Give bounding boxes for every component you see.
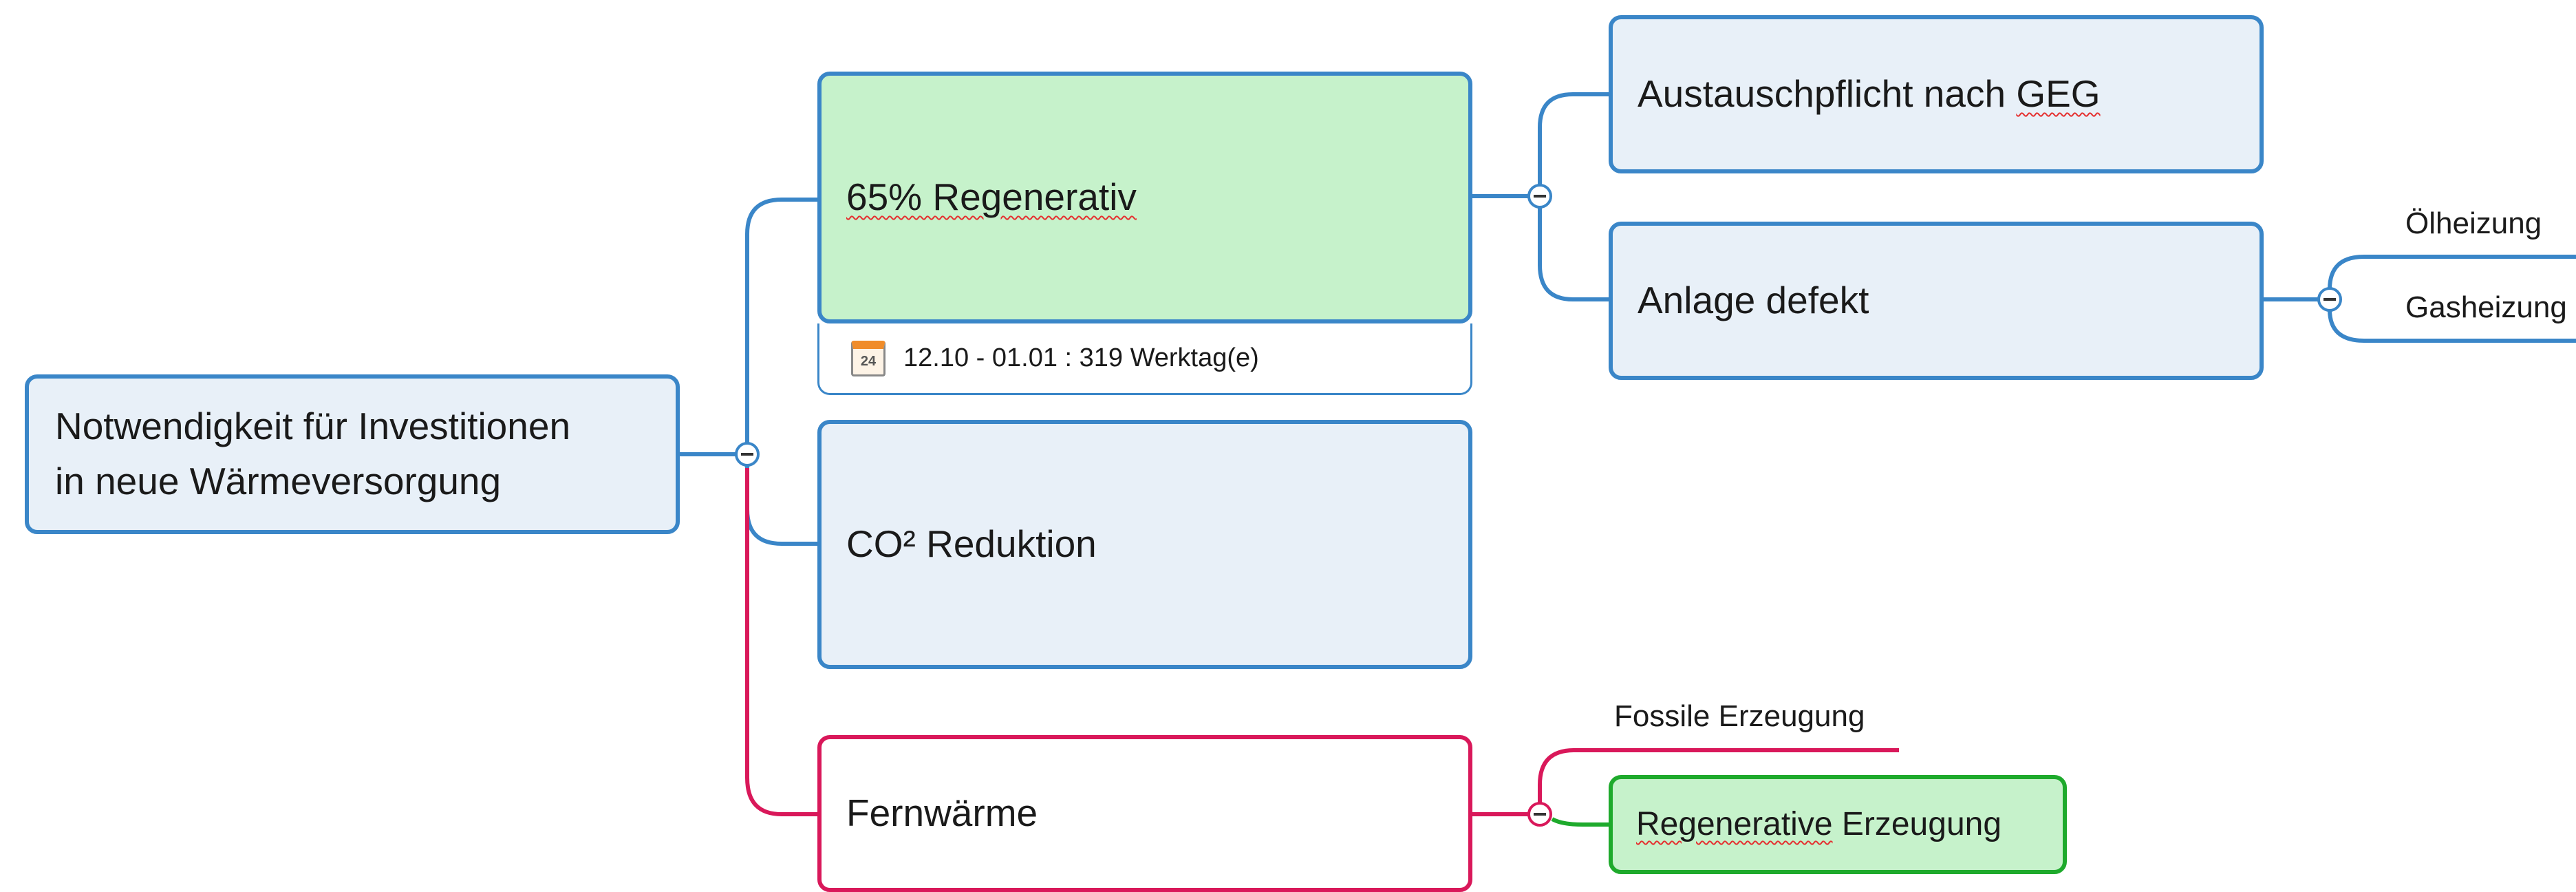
root-topic[interactable]: Notwendigkeit für Investitionen in neue … bbox=[25, 374, 680, 534]
task-date-range: 12.10 - 01.01 : 319 Werktag(e) bbox=[903, 343, 1259, 372]
subtopic-oelheizung[interactable]: Ölheizung bbox=[2405, 206, 2542, 240]
topic-co2-label: CO² Reduktion bbox=[846, 522, 1097, 566]
topic-co2-reduktion[interactable]: CO² Reduktion bbox=[817, 420, 1472, 669]
topic-austausch-geg: GEG bbox=[2016, 72, 2101, 116]
topic-defekt-label: Anlage defekt bbox=[1638, 279, 1869, 322]
calendar-day: 24 bbox=[860, 353, 877, 369]
collapse-regenerativ-icon[interactable] bbox=[1527, 184, 1552, 209]
collapse-fernwaerme-icon[interactable] bbox=[1527, 802, 1552, 827]
topic-regen-underlined: Regenerative bbox=[1636, 806, 1833, 843]
topic-regenerativ-label: 65% Regenerativ bbox=[846, 176, 1137, 219]
connector-regenerativ bbox=[745, 198, 817, 454]
subtopic-gasheizung[interactable]: Gasheizung bbox=[2405, 290, 2567, 324]
topic-regen-suffix: Erzeugung bbox=[1832, 806, 2002, 843]
topic-fernwaerme-label: Fernwärme bbox=[846, 792, 1038, 835]
topic-austausch-label: Austauschpflicht nach GEG bbox=[1638, 67, 2101, 122]
topic-regenerative-erzeugung[interactable]: Regenerative Erzeugung bbox=[1609, 775, 2067, 874]
subtopic-fossile-erzeugung[interactable]: Fossile Erzeugung bbox=[1614, 699, 1865, 733]
task-info-panel: 24 12.10 - 01.01 : 319 Werktag(e) bbox=[817, 323, 1472, 395]
topic-austausch-prefix: Austauschpflicht nach bbox=[1638, 72, 2017, 116]
connector-co2 bbox=[745, 454, 817, 546]
topic-anlage-defekt[interactable]: Anlage defekt bbox=[1609, 222, 2264, 380]
collapse-defekt-icon[interactable] bbox=[2317, 287, 2342, 312]
connector-regen-erzeugung bbox=[1551, 817, 1609, 827]
topic-regenerativ[interactable]: 65% Regenerativ bbox=[817, 72, 1472, 323]
connector-defekt bbox=[1538, 196, 1609, 301]
collapse-root-icon[interactable] bbox=[735, 442, 760, 467]
calendar-icon: 24 bbox=[851, 340, 886, 376]
topic-regen-erzeugung-label: Regenerative Erzeugung bbox=[1636, 800, 2001, 849]
connector-austausch bbox=[1538, 92, 1609, 196]
root-topic-label: Notwendigkeit für Investitionen in neue … bbox=[55, 405, 571, 502]
topic-austauschpflicht[interactable]: Austauschpflicht nach GEG bbox=[1609, 15, 2264, 173]
connector-fernwaerme bbox=[745, 468, 817, 816]
topic-fernwaerme[interactable]: Fernwärme bbox=[817, 735, 1472, 892]
